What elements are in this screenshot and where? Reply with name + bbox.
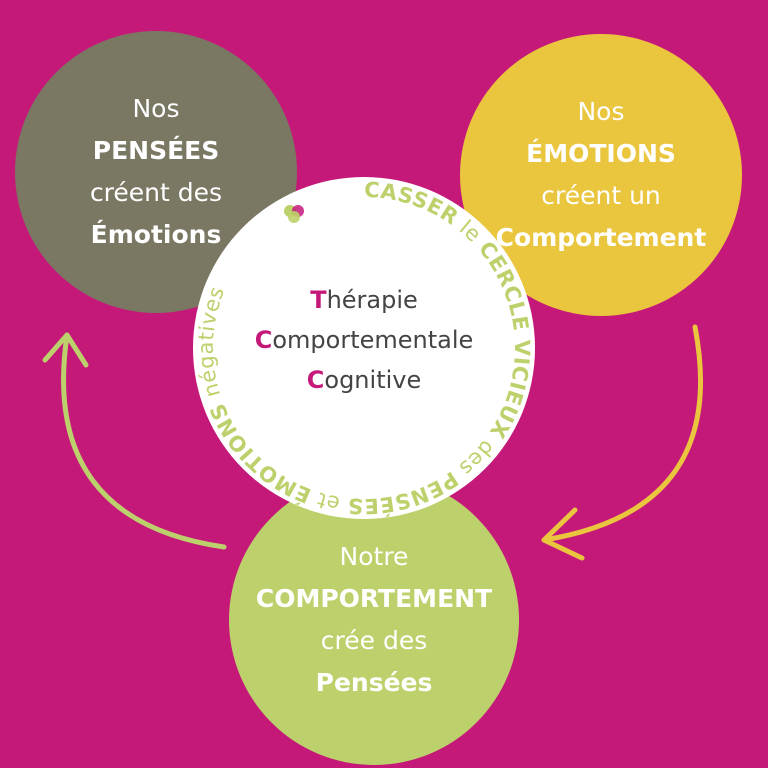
thoughts-line4: Émotions (90, 220, 222, 249)
center-title: Thérapie Comportementale Cognitive (193, 280, 535, 400)
curved-arrow-icon (42, 332, 227, 550)
center-line3-rest: ognitive (324, 366, 422, 394)
behavior-line4: Pensées (315, 668, 433, 697)
behavior-line2: COMPORTEMENT (255, 584, 493, 613)
behavior-circle: Notre COMPORTEMENT crée des Pensées (229, 475, 519, 765)
behavior-line1: Notre (339, 542, 409, 571)
behavior-line3: crée des (320, 626, 428, 655)
emotions-line1: Nos (577, 97, 625, 126)
arrow-behavior-to-thoughts-head (42, 332, 89, 368)
center-line3: Cognitive (193, 360, 535, 400)
center-line1-initial: T (310, 286, 327, 314)
center-line2: Comportementale (193, 320, 535, 360)
thoughts-line2: PENSÉES (92, 136, 220, 165)
arrow-behavior-to-thoughts (61, 332, 227, 550)
emotions-line4: Comportement (495, 223, 707, 252)
thoughts-line1: Nos (132, 94, 180, 123)
center-line2-initial: C (254, 326, 273, 354)
ring-segment: et (306, 485, 348, 517)
center-circle (193, 177, 535, 519)
thoughts-line3: créent des (89, 178, 223, 207)
ring-segment: PENSÉES (347, 467, 462, 519)
center-line3-initial: C (306, 366, 325, 394)
emotions-line2: ÉMOTIONS (526, 139, 676, 168)
arrow-emotions-to-behavior-head (541, 507, 585, 561)
thoughts-circle: Nos PENSÉES créent des Émotions (15, 31, 297, 313)
arrow-emotions-to-behavior (541, 324, 704, 543)
ring-segment: des (449, 430, 504, 486)
ring-segment: CASSER (364, 178, 463, 230)
emotions-line3: créent un (541, 181, 661, 210)
center-line1-rest: hérapie (326, 286, 418, 314)
brain-icon (284, 205, 304, 223)
center-line2-rest: omportementale (272, 326, 474, 354)
center-line1: Thérapie (193, 280, 535, 320)
ring-segment: ÉMOTIONS (205, 400, 314, 509)
emotions-circle: Nos ÉMOTIONS créent un Comportement (460, 34, 742, 316)
curved-arrow-icon (541, 324, 704, 561)
